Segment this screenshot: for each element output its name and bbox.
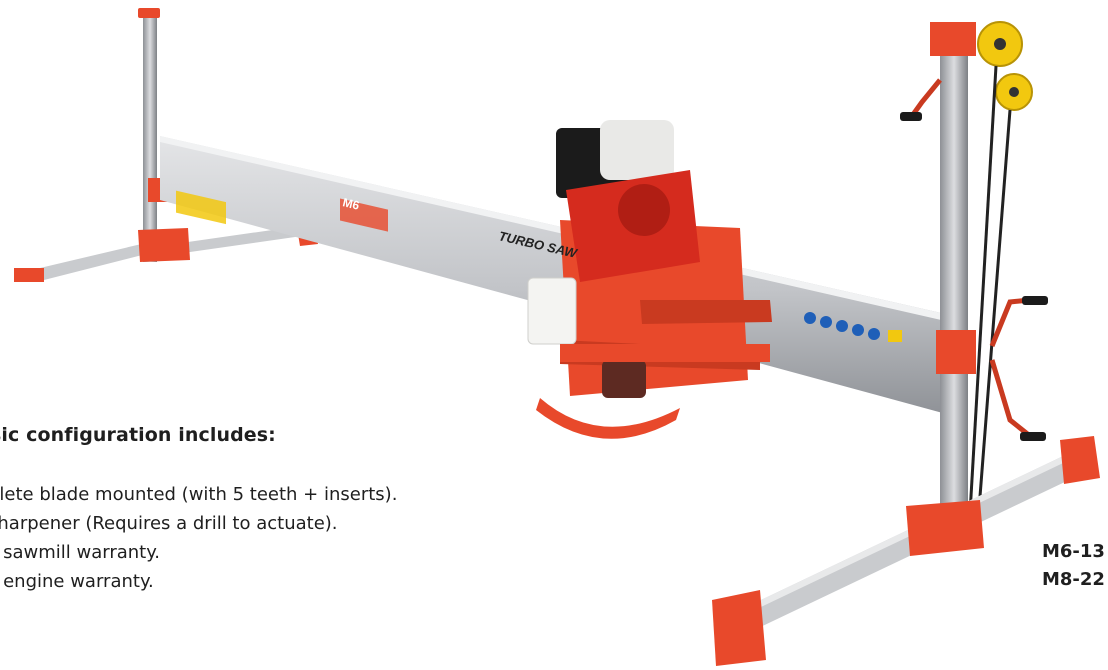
model-label-m8: M8-22 <box>1042 569 1105 590</box>
lift-cable <box>966 65 998 549</box>
right-post <box>940 40 968 548</box>
blade-guard <box>536 398 680 439</box>
blade-hub <box>602 360 646 398</box>
beam-model-label: M6 <box>341 195 361 212</box>
lower-crank-handle <box>989 297 1031 347</box>
lift-cable-2 <box>974 109 1012 549</box>
left-post <box>143 14 157 262</box>
model-labels: M6-13 M8-22 <box>1042 538 1108 594</box>
right-base-foot-front <box>712 590 766 666</box>
lower-crank-handle-2 <box>989 359 1032 438</box>
right-base-foot-back <box>1060 436 1100 484</box>
right-stand <box>712 21 1100 666</box>
list-item: s sawmill warranty. <box>0 542 161 563</box>
beam-icons <box>804 312 902 342</box>
left-post-cap <box>138 8 160 18</box>
beam-sticker-mid <box>340 198 388 232</box>
lower-crank-grip <box>1022 296 1048 305</box>
configuration-list: plete blade mounted (with 5 teeth + inse… <box>0 480 397 596</box>
list-item: s engine warranty. <box>0 571 154 592</box>
left-foot-end <box>14 268 44 282</box>
fuel-tank <box>527 277 577 345</box>
beam-body <box>160 136 950 415</box>
beam-sticker-left <box>176 190 226 225</box>
carriage-arm <box>640 300 772 324</box>
model-label-m6: M6-13 <box>1042 541 1105 562</box>
engine-pulley <box>618 184 670 236</box>
left-foot-bar-left <box>40 242 154 280</box>
upper-crank-handle <box>909 78 942 118</box>
configuration-section: sic configuration includes: plete blade … <box>0 424 560 594</box>
list-item: sharpener (Requires a drill to actuate). <box>0 513 338 534</box>
beam-top-edge <box>160 136 950 322</box>
main-beam <box>160 136 950 415</box>
engine-carriage <box>527 120 772 439</box>
upper-pulley-hub <box>994 38 1006 50</box>
configuration-heading: sic configuration includes: <box>0 424 276 446</box>
right-post-cap <box>930 22 976 56</box>
engine-cover <box>600 120 674 180</box>
carriage-plate <box>560 344 770 362</box>
lower-pulley-hub <box>1009 87 1019 97</box>
list-item: plete blade mounted (with 5 teeth + inse… <box>0 484 398 505</box>
right-stand-bracket <box>936 330 976 374</box>
right-stand-clamp <box>906 500 984 556</box>
upper-crank-grip <box>900 112 922 121</box>
left-clamp <box>138 228 190 262</box>
left-foot-bar-right <box>160 226 302 256</box>
lower-crank-grip-2 <box>1020 432 1046 441</box>
